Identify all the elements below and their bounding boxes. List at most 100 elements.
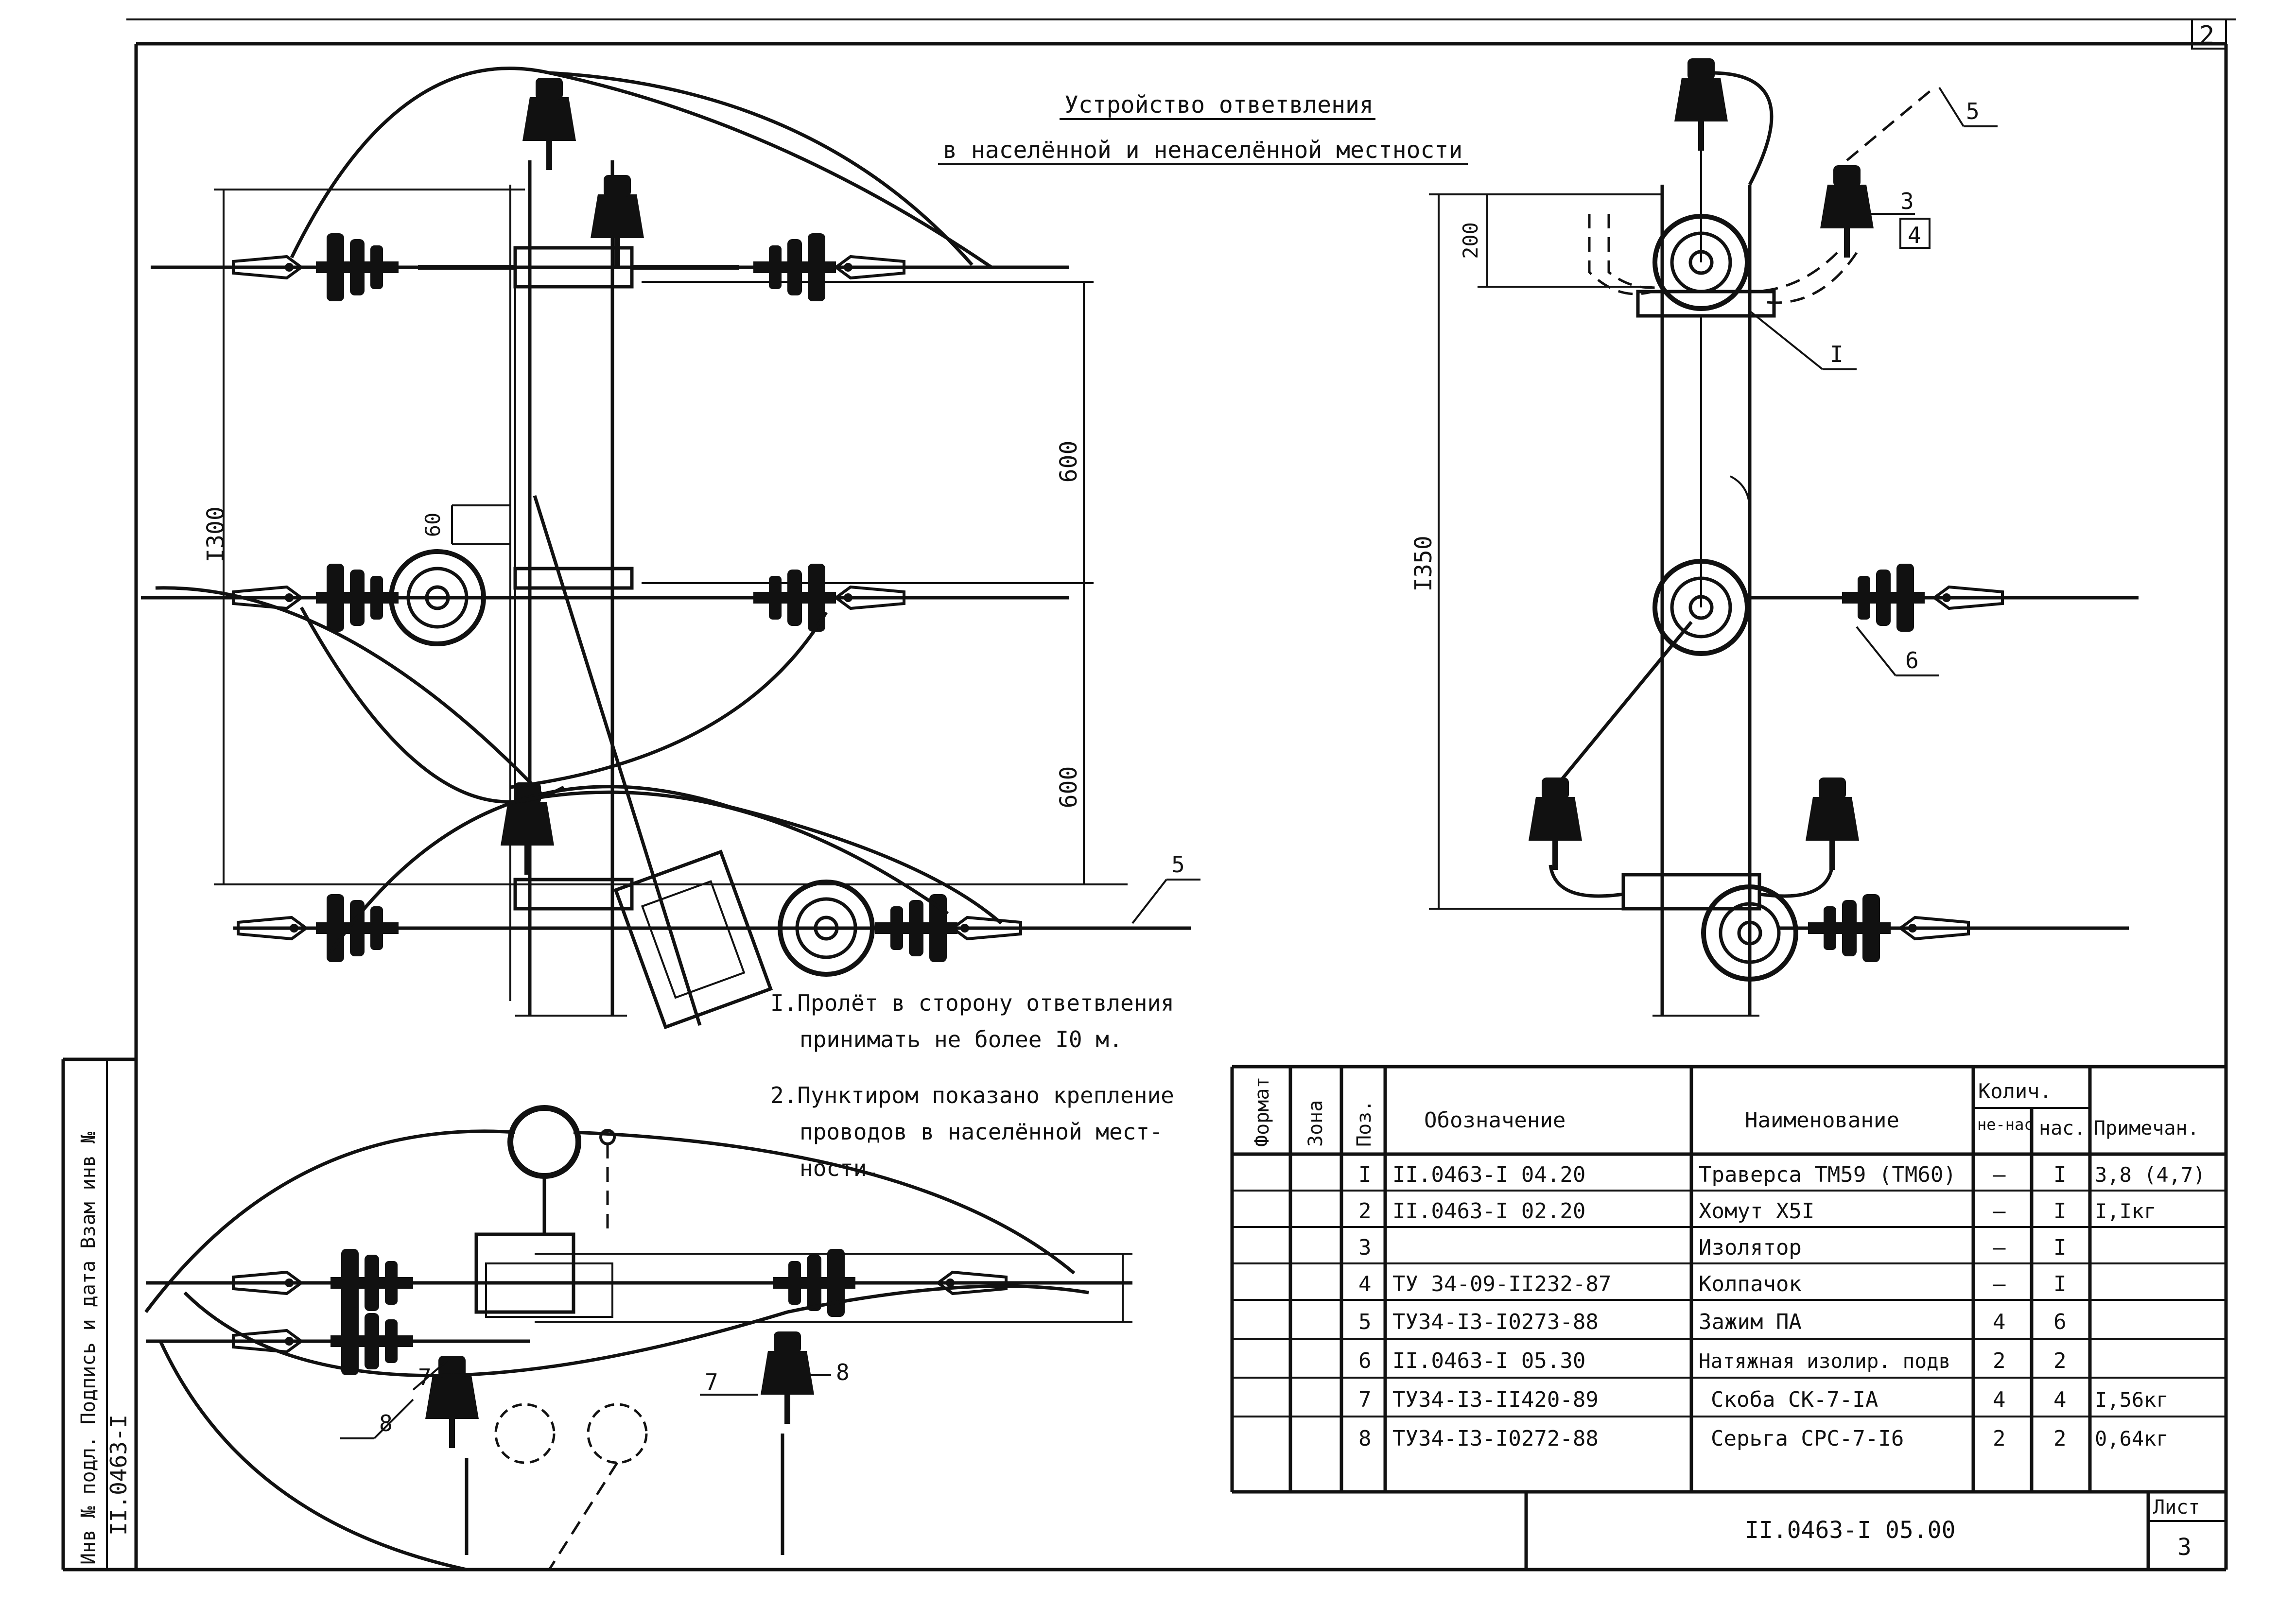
- sheet-label: Лист: [2153, 1496, 2200, 1519]
- plan-lower-left-pin-insulator-icon: [425, 1356, 479, 1448]
- row-designation: II.0463-I 05.30: [1392, 1348, 1585, 1373]
- header-qty: Колич.: [1978, 1079, 2052, 1103]
- header-qty-sub1: не-нас: [1977, 1115, 2034, 1134]
- side-stamp-text: Инв № подл. Подпись и дата Взам инв №: [77, 1132, 100, 1565]
- row-designation: II.0463-I 02.20: [1392, 1199, 1585, 1224]
- row-name: Натяжная изолир. подв: [1699, 1349, 1950, 1373]
- lower-left-suspension-insulator-icon: [316, 894, 399, 962]
- table-row: 4 ТУ 34-09-II232-87 Колпачок — I: [1358, 1272, 2067, 1296]
- header-pos: Поз.: [1353, 1100, 1375, 1147]
- top-pin-insulator-icon: [522, 78, 576, 170]
- header-note: Примечан.: [2094, 1117, 2199, 1140]
- row-pos: 7: [1358, 1387, 1372, 1412]
- plan-callout-8a: 8: [379, 1410, 393, 1436]
- header-zone: Зона: [1305, 1100, 1327, 1147]
- sheet-number: 3: [2177, 1534, 2192, 1561]
- side-crossarm: [1621, 873, 1761, 911]
- row-qty2: I: [2053, 1199, 2067, 1224]
- dim-front-lower: 600: [1055, 766, 1082, 809]
- notes: I.Пролёт в сторону ответвления принимать…: [770, 990, 1174, 1181]
- upper-left-suspension-insulator-icon: [316, 233, 399, 301]
- row-note: 3,8 (4,7): [2095, 1163, 2206, 1187]
- row-pos: I: [1358, 1162, 1372, 1187]
- dim-front-total: I300: [202, 506, 229, 563]
- row-name: Скоба СК-7-IА: [1711, 1387, 1878, 1412]
- side-callout-4: 4: [1908, 222, 1921, 248]
- row-designation: II.0463-I 04.20: [1392, 1162, 1585, 1187]
- row-qty1: 2: [1993, 1426, 2006, 1451]
- table-row: 7 ТУ34-I3-II420-89 Скоба СК-7-IА 4 4 I,5…: [1358, 1387, 2169, 1412]
- dim-side-total: I350: [1410, 536, 1437, 592]
- note-2-line-3: ности.: [800, 1155, 880, 1181]
- row-pos: 8: [1358, 1426, 1372, 1451]
- row-name: Хомут Х5I: [1699, 1199, 1814, 1224]
- row-qty1: 4: [1993, 1310, 2006, 1334]
- row-designation: ТУ 34-09-II232-87: [1392, 1272, 1611, 1296]
- table-row: 3 Изолятор — I: [1358, 1235, 2067, 1260]
- row-name: Серьга СРС-7-I6: [1711, 1426, 1904, 1451]
- middle-right-suspension-insulator-icon: [753, 564, 836, 632]
- header-format: Формат: [1251, 1077, 1273, 1147]
- plan-view: 8 7 7 8: [144, 1105, 1132, 1572]
- row-note: 0,64кг: [2095, 1427, 2169, 1451]
- dim-front-upper: 600: [1055, 441, 1082, 483]
- note-2-line-2: проводов в населённой мест-: [800, 1119, 1163, 1145]
- plan-lower-right-pin-insulator-icon: [761, 1331, 814, 1424]
- header-designation: Обозначение: [1424, 1108, 1565, 1133]
- row-qty2: I: [2053, 1162, 2067, 1187]
- row-pos: 2: [1358, 1199, 1372, 1224]
- plan-callout-7b: 7: [705, 1369, 718, 1395]
- side-pin-insulator-icon: [1820, 165, 1874, 258]
- drawing-title: Устройство ответвления в населённой и не…: [938, 91, 1468, 165]
- side-view: I350 200 5 3 4 I 6: [1410, 58, 2139, 1017]
- side-lower-left-pin-insulator-icon: [1529, 778, 1582, 870]
- row-name: Зажим ПА: [1699, 1310, 1802, 1334]
- row-qty1: 2: [1993, 1348, 2006, 1373]
- spec-table: Формат Зона Поз. Обозначение Наименовани…: [1230, 1065, 2226, 1494]
- side-callout-5: 5: [1966, 98, 1980, 124]
- doc-code: II.0463-I 05.00: [1745, 1517, 1955, 1544]
- title-line-1: Устройство ответвления: [1064, 91, 1374, 119]
- side-callout-1: I: [1830, 341, 1844, 367]
- lower-right-suspension-insulator-icon: [875, 894, 957, 962]
- plan-callout-8b: 8: [836, 1359, 850, 1385]
- table-row: 2 II.0463-I 02.20 Хомут Х5I — I I,Iкг: [1358, 1199, 2156, 1224]
- row-qty1: —: [1993, 1162, 2006, 1187]
- row-qty2: I: [2053, 1272, 2067, 1296]
- front-callout-5: 5: [1171, 851, 1185, 878]
- front-view: I300 600 600 60 5: [141, 67, 1200, 1030]
- row-qty2: 6: [2053, 1310, 2067, 1334]
- side-lower-right-pin-insulator-icon: [1806, 778, 1859, 870]
- note-2-line-1: 2.Пунктиром показано крепление: [770, 1082, 1174, 1108]
- middle-left-suspension-insulator-icon: [316, 564, 399, 632]
- row-designation: ТУ34-I3-I0272-88: [1392, 1426, 1599, 1451]
- row-note: I,56кг: [2095, 1388, 2169, 1412]
- table-row: I II.0463-I 04.20 Траверса ТМ59 (ТМ60) —…: [1358, 1162, 2206, 1187]
- upper-right-suspension-insulator-icon: [753, 233, 836, 301]
- dim-side-top: 200: [1459, 222, 1482, 259]
- row-name: Колпачок: [1699, 1272, 1802, 1296]
- row-qty1: —: [1993, 1272, 2006, 1296]
- header-qty-sub2: нас.: [2039, 1117, 2086, 1140]
- row-pos: 3: [1358, 1235, 1372, 1260]
- side-callout-3: 3: [1900, 188, 1914, 214]
- note-1-line-2: принимать не более I0 м.: [800, 1026, 1123, 1053]
- row-qty1: 4: [1993, 1387, 2006, 1412]
- side-callout-6: 6: [1905, 647, 1919, 674]
- row-name: Изолятор: [1699, 1235, 1802, 1260]
- table-row: 6 II.0463-I 05.30 Натяжная изолир. подв …: [1358, 1348, 2067, 1373]
- table-row: 5 ТУ34-I3-I0273-88 Зажим ПА 4 6: [1358, 1310, 2067, 1334]
- row-designation: ТУ34-I3-II420-89: [1392, 1387, 1599, 1412]
- row-qty2: 2: [2053, 1348, 2067, 1373]
- row-qty1: —: [1993, 1199, 2006, 1224]
- sheet-corner-number: 2: [2199, 21, 2214, 50]
- sheet-frame: 2: [63, 18, 2236, 1572]
- row-designation: ТУ34-I3-I0273-88: [1392, 1310, 1599, 1334]
- row-qty2: I: [2053, 1235, 2067, 1260]
- branch-crossarm: [613, 849, 773, 1030]
- row-qty1: —: [1993, 1235, 2006, 1260]
- dim-front-small: 60: [421, 513, 445, 537]
- row-note: I,Iкг: [2095, 1199, 2156, 1223]
- row-pos: 5: [1358, 1310, 1372, 1334]
- row-pos: 6: [1358, 1348, 1372, 1373]
